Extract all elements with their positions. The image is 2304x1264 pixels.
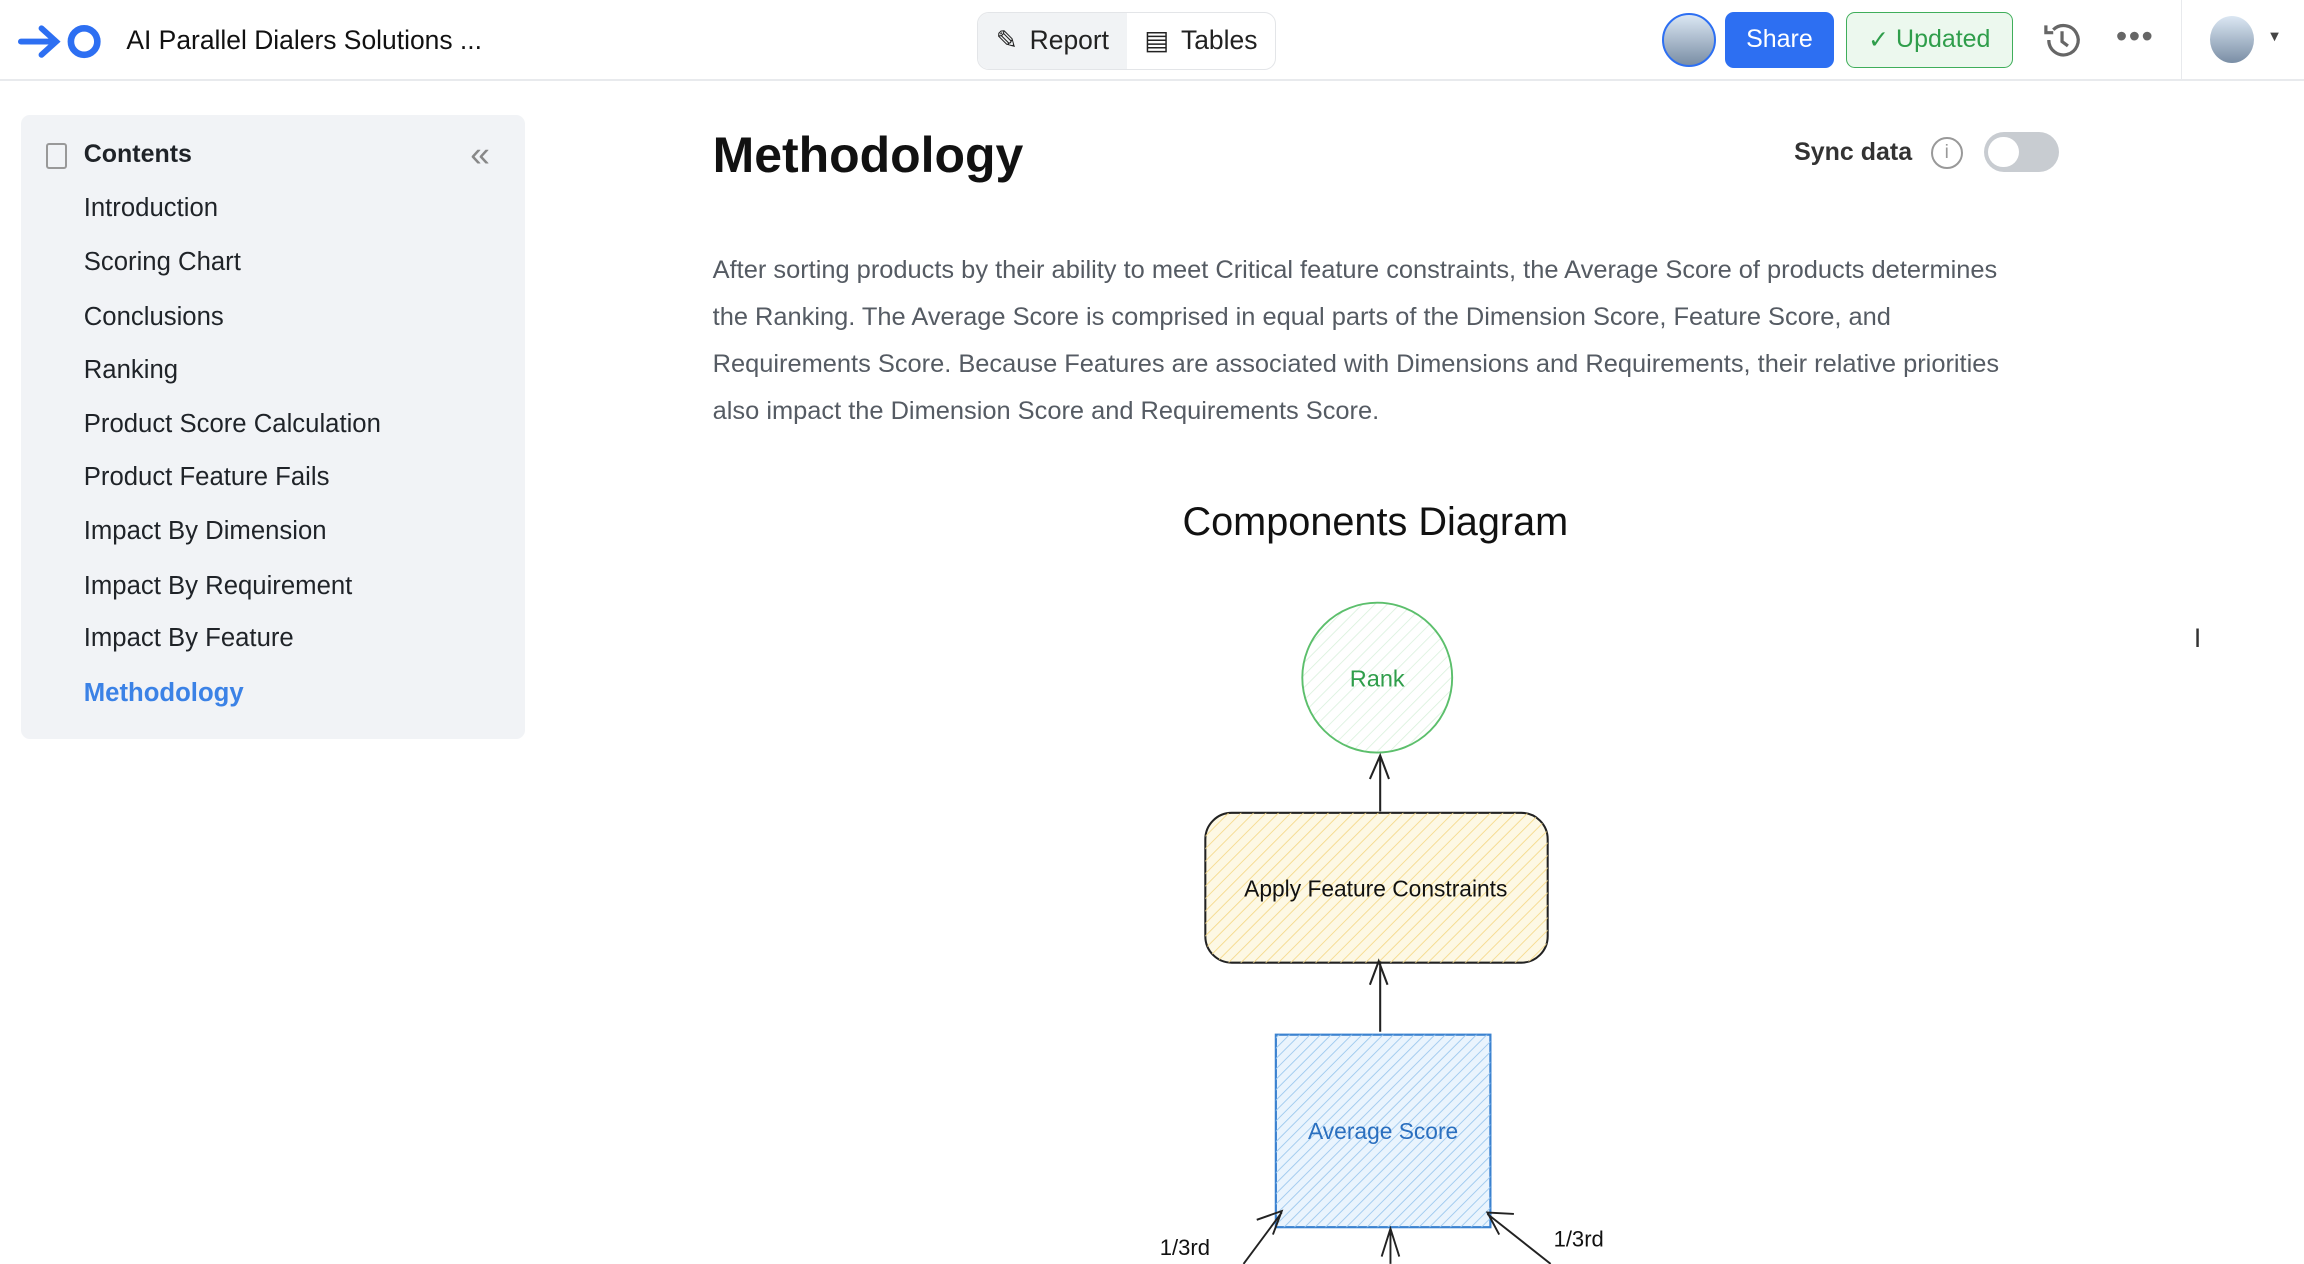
updated-button[interactable]: ✓ Updated <box>1845 11 2014 68</box>
tab-report[interactable]: ✎ Report <box>978 12 1127 69</box>
top-bar: AI Parallel Dialers Solutions ... ✎ Repor… <box>0 0 2304 82</box>
rank-label: Rank <box>1349 665 1404 691</box>
updated-label: Updated <box>1896 25 1991 54</box>
page-title: Methodology <box>712 127 1024 184</box>
chevron-down-icon[interactable]: ▼ <box>2267 29 2282 46</box>
history-icon[interactable] <box>2040 18 2084 62</box>
left-weight-label: 1/3rd <box>1159 1235 1209 1260</box>
arrow-average-to-constraints <box>1368 958 1389 1032</box>
collapse-sidebar-icon[interactable]: « <box>470 135 490 175</box>
check-icon: ✓ <box>1868 25 1897 54</box>
sidebar-item-conclusions[interactable]: Conclusions <box>83 302 224 331</box>
tab-report-label: Report <box>1029 25 1110 56</box>
sync-data-label: Sync data <box>1794 138 1913 167</box>
constraints-label: Apply Feature Constraints <box>1244 875 1507 901</box>
right-weight-label: 1/3rd <box>1553 1226 1603 1251</box>
sidebar-item-ranking[interactable]: Ranking <box>83 355 179 384</box>
tab-tables[interactable]: ▤ Tables <box>1127 13 1275 69</box>
average-score-label: Average Score <box>1308 1118 1458 1144</box>
table-icon: ▤ <box>1144 25 1170 56</box>
user-avatar[interactable] <box>2209 16 2255 64</box>
arrow-constraints-to-rank <box>1368 752 1390 812</box>
sidebar-item-impact-by-feature[interactable]: Impact By Feature <box>83 624 294 653</box>
diagram-title: Components Diagram <box>1182 499 1569 544</box>
sidebar-item-scoring-chart[interactable]: Scoring Chart <box>83 248 241 277</box>
sidebar-item-introduction[interactable]: Introduction <box>83 193 219 222</box>
methodology-paragraph: After sorting products by their ability … <box>712 255 2000 425</box>
more-options-icon[interactable]: ••• <box>2115 17 2155 54</box>
sidebar-item-impact-by-requirement[interactable]: Impact By Requirement <box>83 571 353 600</box>
arrow-middle-input <box>1380 1225 1400 1264</box>
arrow-left-input <box>1242 1209 1283 1264</box>
info-icon[interactable]: i <box>1930 136 1963 169</box>
report-edit-icon: ✎ <box>995 25 1018 56</box>
sidebar-item-impact-by-dimension[interactable]: Impact By Dimension <box>83 517 327 546</box>
components-diagram: Rank Apply Feature Constraints Average S… <box>1159 601 1603 1264</box>
text-cursor-icon: I <box>2193 623 2202 654</box>
sidebar-item-methodology[interactable]: Methodology <box>83 678 244 707</box>
document-title[interactable]: AI Parallel Dialers Solutions ... <box>126 24 482 55</box>
share-button[interactable]: Share <box>1725 11 1834 68</box>
contents-title: Contents <box>83 139 192 168</box>
collaborator-avatar[interactable] <box>1661 13 1716 68</box>
sidebar-item-product-feature-fails[interactable]: Product Feature Fails <box>83 462 330 491</box>
divider <box>2180 0 2183 80</box>
sidebar-item-product-score-calculation[interactable]: Product Score Calculation <box>83 409 381 438</box>
sync-data-toggle[interactable] <box>1983 132 2059 172</box>
tab-tables-label: Tables <box>1181 25 1258 56</box>
contents-icon <box>45 142 68 169</box>
contents-sidebar: Contents « Introduction Scoring Chart Co… <box>20 114 525 740</box>
rank-node <box>1300 601 1453 754</box>
arrow-right-input <box>1485 1211 1551 1264</box>
logo-icon[interactable] <box>17 21 106 62</box>
view-switcher: ✎ Report ▤ Tables <box>977 11 1277 70</box>
